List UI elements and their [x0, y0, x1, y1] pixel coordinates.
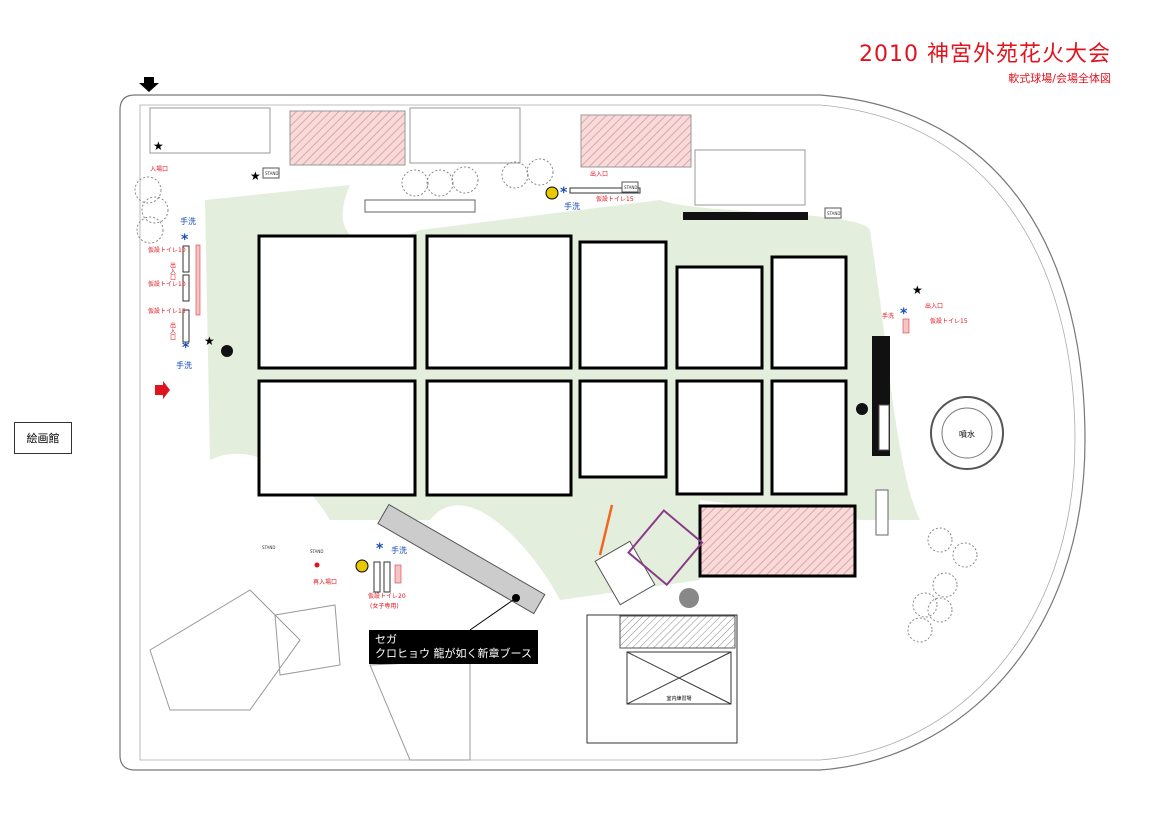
- svg-text:STAND: STAND: [265, 171, 278, 176]
- baseball-fields: [257, 234, 857, 578]
- exit-label-left-2: 出入口: [169, 321, 176, 341]
- page-subtitle: 軟式球場/会場全体図: [1008, 72, 1111, 85]
- red-arrow-icon: [155, 381, 170, 399]
- handwash-icon: *: [376, 541, 384, 557]
- toilet20-note: (女子専用): [370, 602, 399, 610]
- indoor-practice-label: 室内練習場: [666, 695, 691, 702]
- svg-text:STAND: STAND: [624, 185, 637, 190]
- entrance-arrow-icon: [139, 77, 159, 92]
- page-title: 2010 神宮外苑花火大会: [859, 42, 1111, 67]
- booth-callout: セガ クロヒョウ 龍が如く新章ブース: [369, 630, 538, 664]
- handwash-icon: *: [181, 232, 189, 248]
- toilet15-label-1: 仮設トイレ15: [148, 307, 186, 315]
- handwash-icon: *: [182, 340, 190, 356]
- toilet15-label-3: 仮設トイレ15: [930, 317, 968, 325]
- svg-text:STAND: STAND: [827, 211, 840, 216]
- exit-label-top: 出入口: [590, 170, 608, 178]
- handwash-label-1: 手洗: [180, 216, 196, 226]
- svg-text:★: ★: [204, 334, 215, 348]
- booth-callout-line2: クロヒョウ 龍が如く新章ブース: [375, 647, 532, 660]
- museum-label: 絵画館: [14, 422, 72, 454]
- entry-label: 入場口: [150, 165, 168, 173]
- handwash-label-3: 手洗: [564, 201, 580, 211]
- svg-text:★: ★: [153, 139, 164, 153]
- toilet20-label: 仮設トイレ20: [368, 592, 406, 600]
- exit-label-right: 出入口: [925, 302, 943, 310]
- handwash-label-2: 手洗: [176, 360, 192, 370]
- svg-text:★: ★: [250, 169, 261, 183]
- reentry-label: 再入場口: [313, 578, 337, 586]
- svg-text:STAND: STAND: [262, 545, 275, 550]
- stand-labels: STAND STAND STAND STAND STAND: [262, 167, 842, 554]
- svg-text:STAND: STAND: [310, 549, 323, 554]
- toilet10-label-2: 仮設トイレ10: [148, 280, 186, 288]
- booth-tent: [377, 503, 546, 615]
- fountain-label: 噴水: [959, 429, 975, 439]
- exit-label-left-1: 出入口: [169, 261, 176, 281]
- handwash-icon: *: [900, 306, 908, 322]
- svg-text:★: ★: [912, 283, 923, 297]
- handwash-label-5: 手洗: [882, 312, 894, 320]
- handwash-label-4: 手洗: [391, 545, 407, 555]
- toilet10-label-1: 仮設トイレ10: [148, 246, 186, 254]
- star-markers: ★ ★ ★ ★: [153, 139, 923, 348]
- handwash-icon: *: [560, 185, 568, 201]
- toilet15-label-2: 仮設トイレ15: [596, 195, 634, 203]
- trees: [134, 158, 978, 643]
- booth-callout-line1: セガ: [375, 633, 397, 646]
